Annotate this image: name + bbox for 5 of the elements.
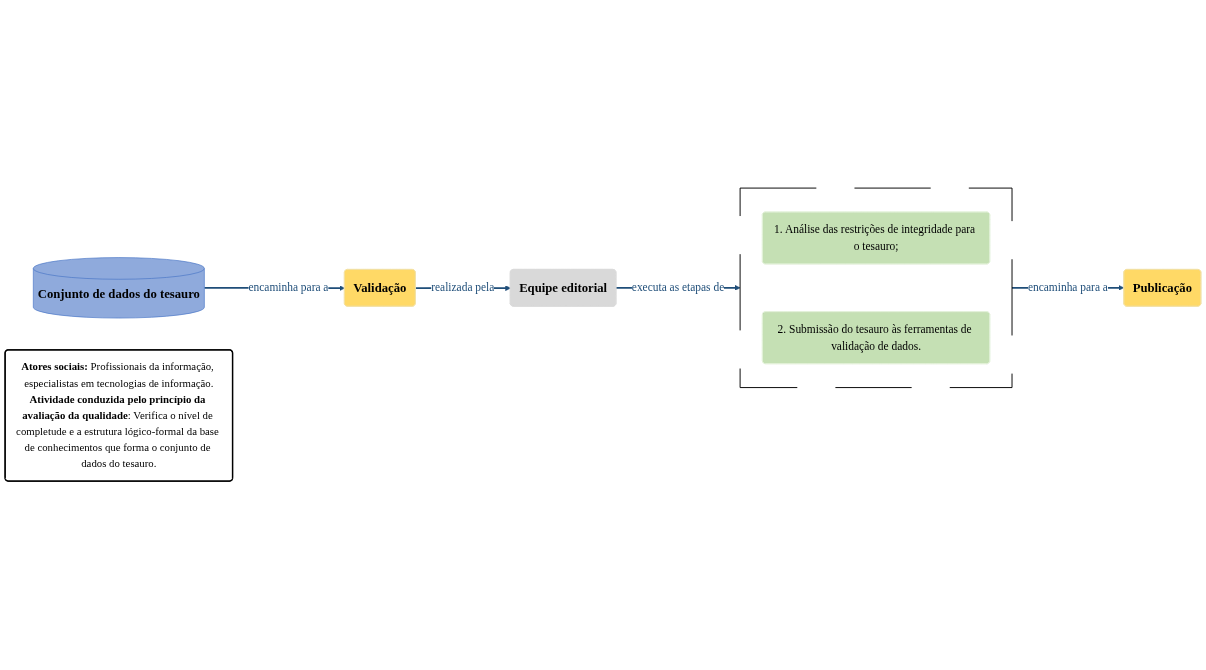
edge-label: encaminha para a bbox=[1027, 281, 1108, 295]
edge-label: realizada pela bbox=[431, 281, 495, 295]
cluster bbox=[739, 188, 1013, 389]
edge-label: executa as etapas de bbox=[631, 281, 725, 295]
edge-label: encaminha para a bbox=[248, 281, 329, 295]
